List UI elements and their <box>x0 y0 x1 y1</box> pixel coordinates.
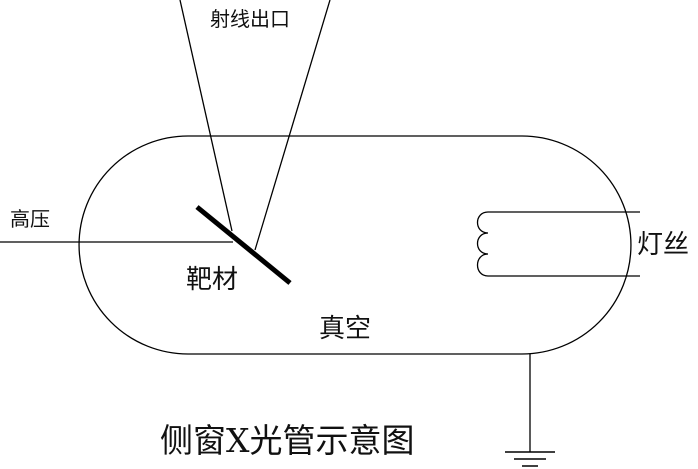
vacuum-label: 真空 <box>319 314 371 344</box>
ground-icon <box>505 451 555 467</box>
filament-coil <box>476 211 640 277</box>
ray-exit-label: 射线出口 <box>210 7 290 31</box>
beam-line-left <box>179 0 233 232</box>
diagram-caption: 侧窗X光管示意图 <box>160 421 415 460</box>
tube-envelope <box>78 135 632 355</box>
filament-label: 灯丝 <box>637 230 689 260</box>
high-voltage-label: 高压 <box>10 207 50 231</box>
target-label: 靶材 <box>186 265 238 295</box>
beam-line-right <box>254 0 331 251</box>
target-anode <box>195 205 292 285</box>
